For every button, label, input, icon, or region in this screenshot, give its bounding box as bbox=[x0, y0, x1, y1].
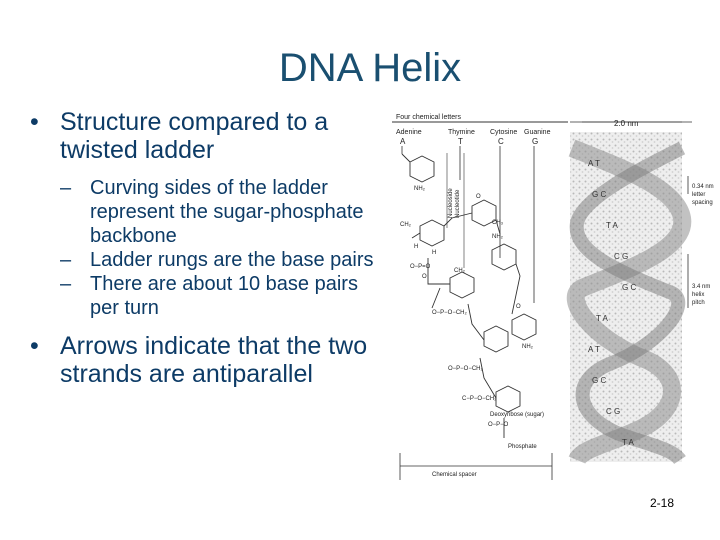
letter-a: A bbox=[400, 137, 406, 146]
base-pair-label: T A bbox=[606, 221, 619, 230]
svg-text:H: H bbox=[432, 250, 436, 256]
bullet-item: • Structure compared to a twisted ladder bbox=[30, 108, 385, 164]
svg-text:O−P−O: O−P−O bbox=[488, 422, 509, 428]
sub-bullet-item: – Ladder rungs are the base pairs bbox=[30, 248, 385, 272]
base-pair-label: G C bbox=[622, 283, 636, 292]
svg-text:NH₂: NH₂ bbox=[492, 234, 504, 240]
letter-g: G bbox=[532, 137, 538, 146]
svg-text:CH₂: CH₂ bbox=[454, 268, 466, 274]
svg-text:O−P=O: O−P=O bbox=[410, 264, 431, 270]
base-label-cytosine: Cytosine bbox=[490, 129, 517, 136]
figure-header: Four chemical letters bbox=[396, 114, 461, 121]
base-pair-label: G C bbox=[592, 190, 606, 199]
phosphate-label: Phosphate bbox=[508, 444, 537, 450]
base-pair-label: A T bbox=[588, 159, 600, 168]
svg-text:O: O bbox=[422, 274, 427, 280]
chemical-structure-panel: Four chemical letters Adenine Thymine Cy… bbox=[392, 114, 568, 480]
svg-text:C−P−O−CH₂: C−P−O−CH₂ bbox=[462, 396, 497, 402]
chemical-spacer-label: Chemical spacer bbox=[432, 472, 477, 478]
base-pair-label: T A bbox=[622, 438, 635, 447]
deoxyribose-label: Deoxyribose (sugar) bbox=[490, 412, 544, 418]
sub-bullet-dash: – bbox=[60, 273, 72, 295]
svg-text:O: O bbox=[516, 304, 521, 310]
base-pair-label: C G bbox=[606, 407, 620, 416]
svg-text:CH₂: CH₂ bbox=[400, 222, 412, 228]
page-number: 2-18 bbox=[650, 496, 675, 510]
svg-text:NH₂: NH₂ bbox=[414, 186, 426, 192]
sub-bullet-dash: – bbox=[60, 249, 72, 271]
base-pair-labels: A T G C T A C G G C T A A T G C C G T A bbox=[588, 159, 636, 447]
letter-t: T bbox=[458, 137, 463, 146]
sub-bullet-text: Ladder rungs are the base pairs bbox=[90, 249, 374, 271]
base-pair-label: T A bbox=[596, 314, 609, 323]
sub-bullet-text: There are about 10 base pairs per turn bbox=[90, 273, 358, 319]
base-label-guanine: Guanine bbox=[524, 129, 551, 136]
svg-text:O−P−O−CH₂: O−P−O−CH₂ bbox=[432, 310, 468, 316]
bullet-list: • Structure compared to a twisted ladder… bbox=[30, 108, 385, 388]
sub-bullet-item: – There are about 10 base pairs per turn bbox=[30, 272, 385, 320]
bullet-item: • Arrows indicate that the two strands a… bbox=[30, 332, 385, 388]
chemical-structure-drawing bbox=[401, 153, 537, 438]
bullet-dot: • bbox=[30, 332, 39, 360]
base-pair-label: A T bbox=[588, 345, 600, 354]
slide-title: DNA Helix bbox=[278, 46, 462, 90]
letter-c: C bbox=[498, 137, 504, 146]
svg-text:NH₂: NH₂ bbox=[522, 344, 534, 350]
nucleotide-label: Nucleotide bbox=[455, 189, 461, 218]
sub-bullet-item: – Curving sides of the ladder represent … bbox=[30, 176, 385, 248]
sub-bullet-dash: – bbox=[60, 177, 72, 199]
bullet-text: Arrows indicate that the two strands are… bbox=[60, 332, 368, 388]
width-label: 2.0 nm bbox=[614, 119, 639, 128]
svg-text:O−P−O−CH₂: O−P−O−CH₂ bbox=[448, 366, 484, 372]
bullet-dot: • bbox=[30, 108, 39, 136]
base-pair-label: G C bbox=[592, 376, 606, 385]
svg-text:H: H bbox=[414, 244, 418, 250]
svg-text:CH₃: CH₃ bbox=[492, 220, 504, 226]
base-label-thymine: Thymine bbox=[448, 129, 475, 136]
bullet-text: Structure compared to a twisted ladder bbox=[60, 108, 329, 164]
base-pair-label: C G bbox=[614, 252, 628, 261]
svg-text:O: O bbox=[476, 194, 481, 200]
base-label-adenine: Adenine bbox=[396, 129, 422, 136]
sub-bullet-text: Curving sides of the ladder represent th… bbox=[90, 177, 364, 247]
nucleoside-label: Nucleoside bbox=[448, 188, 454, 218]
dna-structure-figure: Four chemical letters Adenine Thymine Cy… bbox=[392, 114, 714, 480]
